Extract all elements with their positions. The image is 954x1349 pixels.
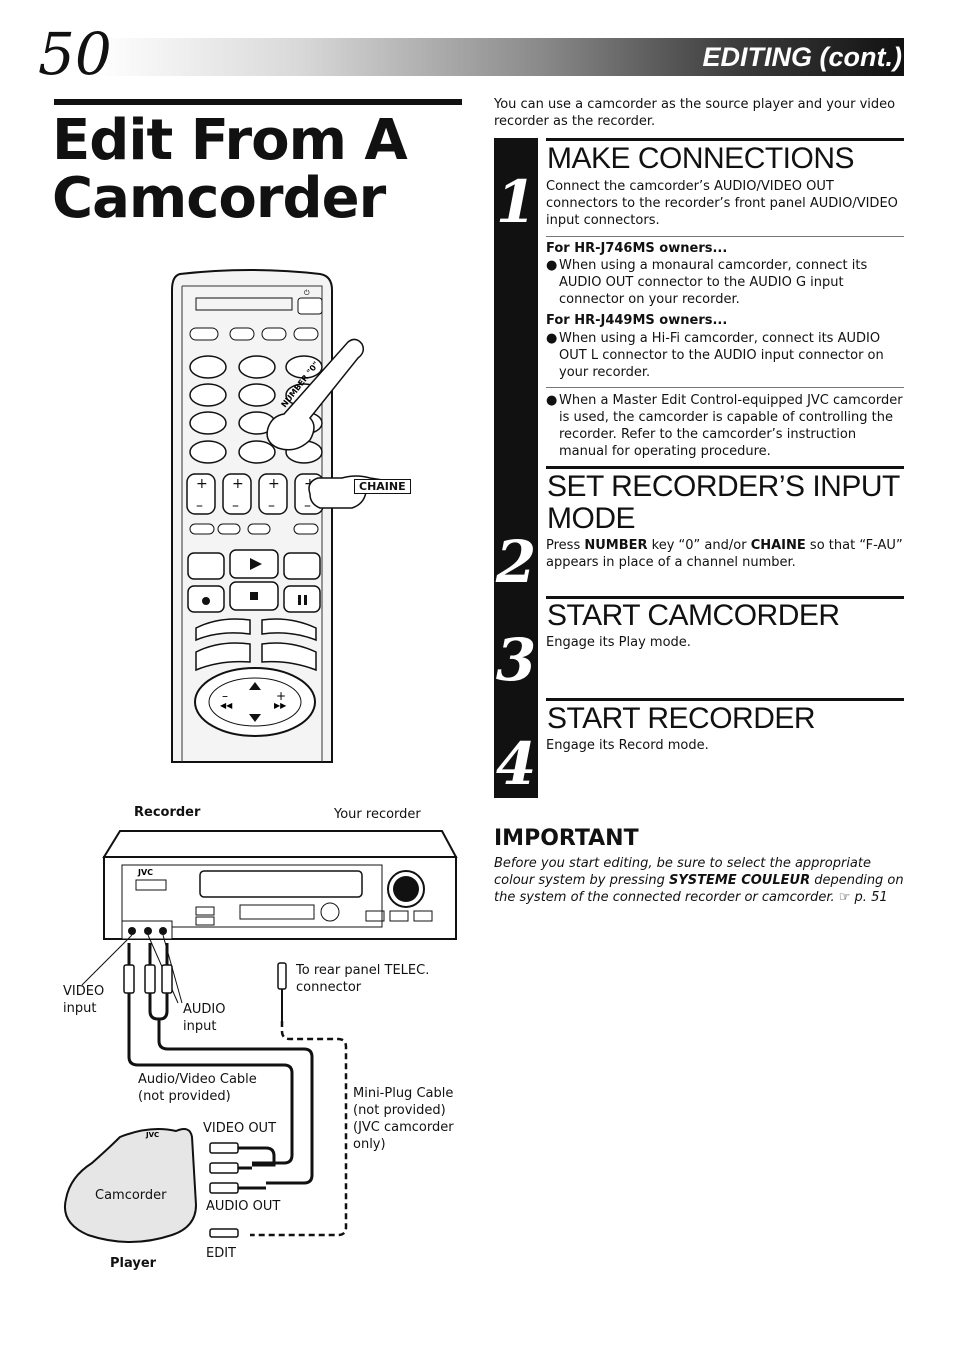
svg-text:–: – xyxy=(232,498,239,514)
svg-text:+: + xyxy=(276,689,286,703)
sub-heading-hr-j449ms: For HR-J449MS owners... xyxy=(546,313,728,328)
step-number-column xyxy=(494,138,538,798)
step-2-text: Press NUMBER key “0” and/or CHAINE so th… xyxy=(546,538,903,570)
step-3-text: Engage its Play mode. xyxy=(546,635,691,650)
telec-label: To rear panel TELEC.connector xyxy=(296,963,430,995)
bullet-text: When using a monaural camcorder, connect… xyxy=(559,258,868,307)
step-4-title: START RECORDER xyxy=(547,702,816,735)
video-out-label: VIDEO OUT xyxy=(203,1121,277,1136)
sub-heading-hr-j746ms: For HR-J746MS owners... xyxy=(546,241,728,256)
camcorder-label: Camcorder xyxy=(95,1188,167,1203)
step-3-title: START CAMCORDER xyxy=(547,599,840,632)
bullet-item: ●When using a Hi-Fi camcorder, connect i… xyxy=(546,331,884,380)
step-4-number: 4 xyxy=(495,730,537,798)
audio-out-label: AUDIO OUT xyxy=(206,1199,281,1214)
intro-text: You can use a camcorder as the source pl… xyxy=(494,97,896,129)
edit-label: EDIT xyxy=(206,1246,236,1261)
step-1-title: MAKE CONNECTIONS xyxy=(547,142,855,175)
svg-text:◀◀: ◀◀ xyxy=(220,701,233,710)
important-text: Before you start editing, be sure to sel… xyxy=(494,856,904,905)
svg-text:⏻: ⏻ xyxy=(304,289,310,297)
bullet-text: When using a Hi-Fi camcorder, connect it… xyxy=(559,331,884,380)
step-1-text: Connect the camcorder’s AUDIO/VIDEO OUT … xyxy=(546,179,898,228)
step-2-rule xyxy=(546,466,904,469)
step-2-title: SET RECORDER’S INPUT MODE xyxy=(547,470,900,535)
bullet-item: ●When using a monaural camcorder, connec… xyxy=(546,258,868,307)
important-heading: IMPORTANT xyxy=(494,826,639,851)
bullet-item: ●When a Master Edit Control-equipped JVC… xyxy=(546,393,903,459)
svg-text:–: – xyxy=(268,498,275,514)
step-4-text: Engage its Record mode. xyxy=(546,738,709,753)
header-bar xyxy=(96,38,904,76)
page-title: Edit From A Camcorder xyxy=(52,108,408,231)
svg-text:▶▶: ▶▶ xyxy=(274,701,287,710)
remote-control-illustration: ⏻ ++++ –––– –+ ◀◀▶▶ NUMBER "0" xyxy=(171,269,401,763)
av-cable-label: Audio/Video Cable(not provided) xyxy=(138,1072,257,1104)
camcorder-brand-logo: JVC xyxy=(145,1131,159,1139)
step-1-rule xyxy=(546,138,904,141)
svg-text:+: + xyxy=(196,476,208,492)
svg-text:–: – xyxy=(196,498,203,514)
bullet-text: When a Master Edit Control-equipped JVC … xyxy=(559,393,903,459)
svg-text:+: + xyxy=(268,476,280,492)
divider xyxy=(546,387,904,388)
mini-plug-label: Mini-Plug Cable(not provided)(JVC camcor… xyxy=(353,1086,454,1152)
title-rule xyxy=(54,99,462,105)
connection-diagram: JVC JVC xyxy=(64,830,458,1243)
chaine-callout: CHAINE xyxy=(354,479,411,494)
recorder-label: Recorder xyxy=(134,805,201,820)
page-number: 50 xyxy=(38,20,112,88)
step-2-number: 2 xyxy=(495,528,537,596)
section-title: EDITING (cont.) xyxy=(702,42,902,72)
step-4-rule xyxy=(546,698,904,701)
svg-text:–: – xyxy=(222,689,228,703)
divider xyxy=(546,236,904,237)
your-recorder-label: Your recorder xyxy=(334,807,421,822)
step-1-number: 1 xyxy=(495,168,537,236)
step-3-number: 3 xyxy=(495,626,537,694)
player-label: Player xyxy=(110,1256,157,1271)
step-3-rule xyxy=(546,596,904,599)
svg-text:–: – xyxy=(304,498,311,514)
vcr-brand-logo: JVC xyxy=(137,868,153,877)
svg-text:+: + xyxy=(232,476,244,492)
